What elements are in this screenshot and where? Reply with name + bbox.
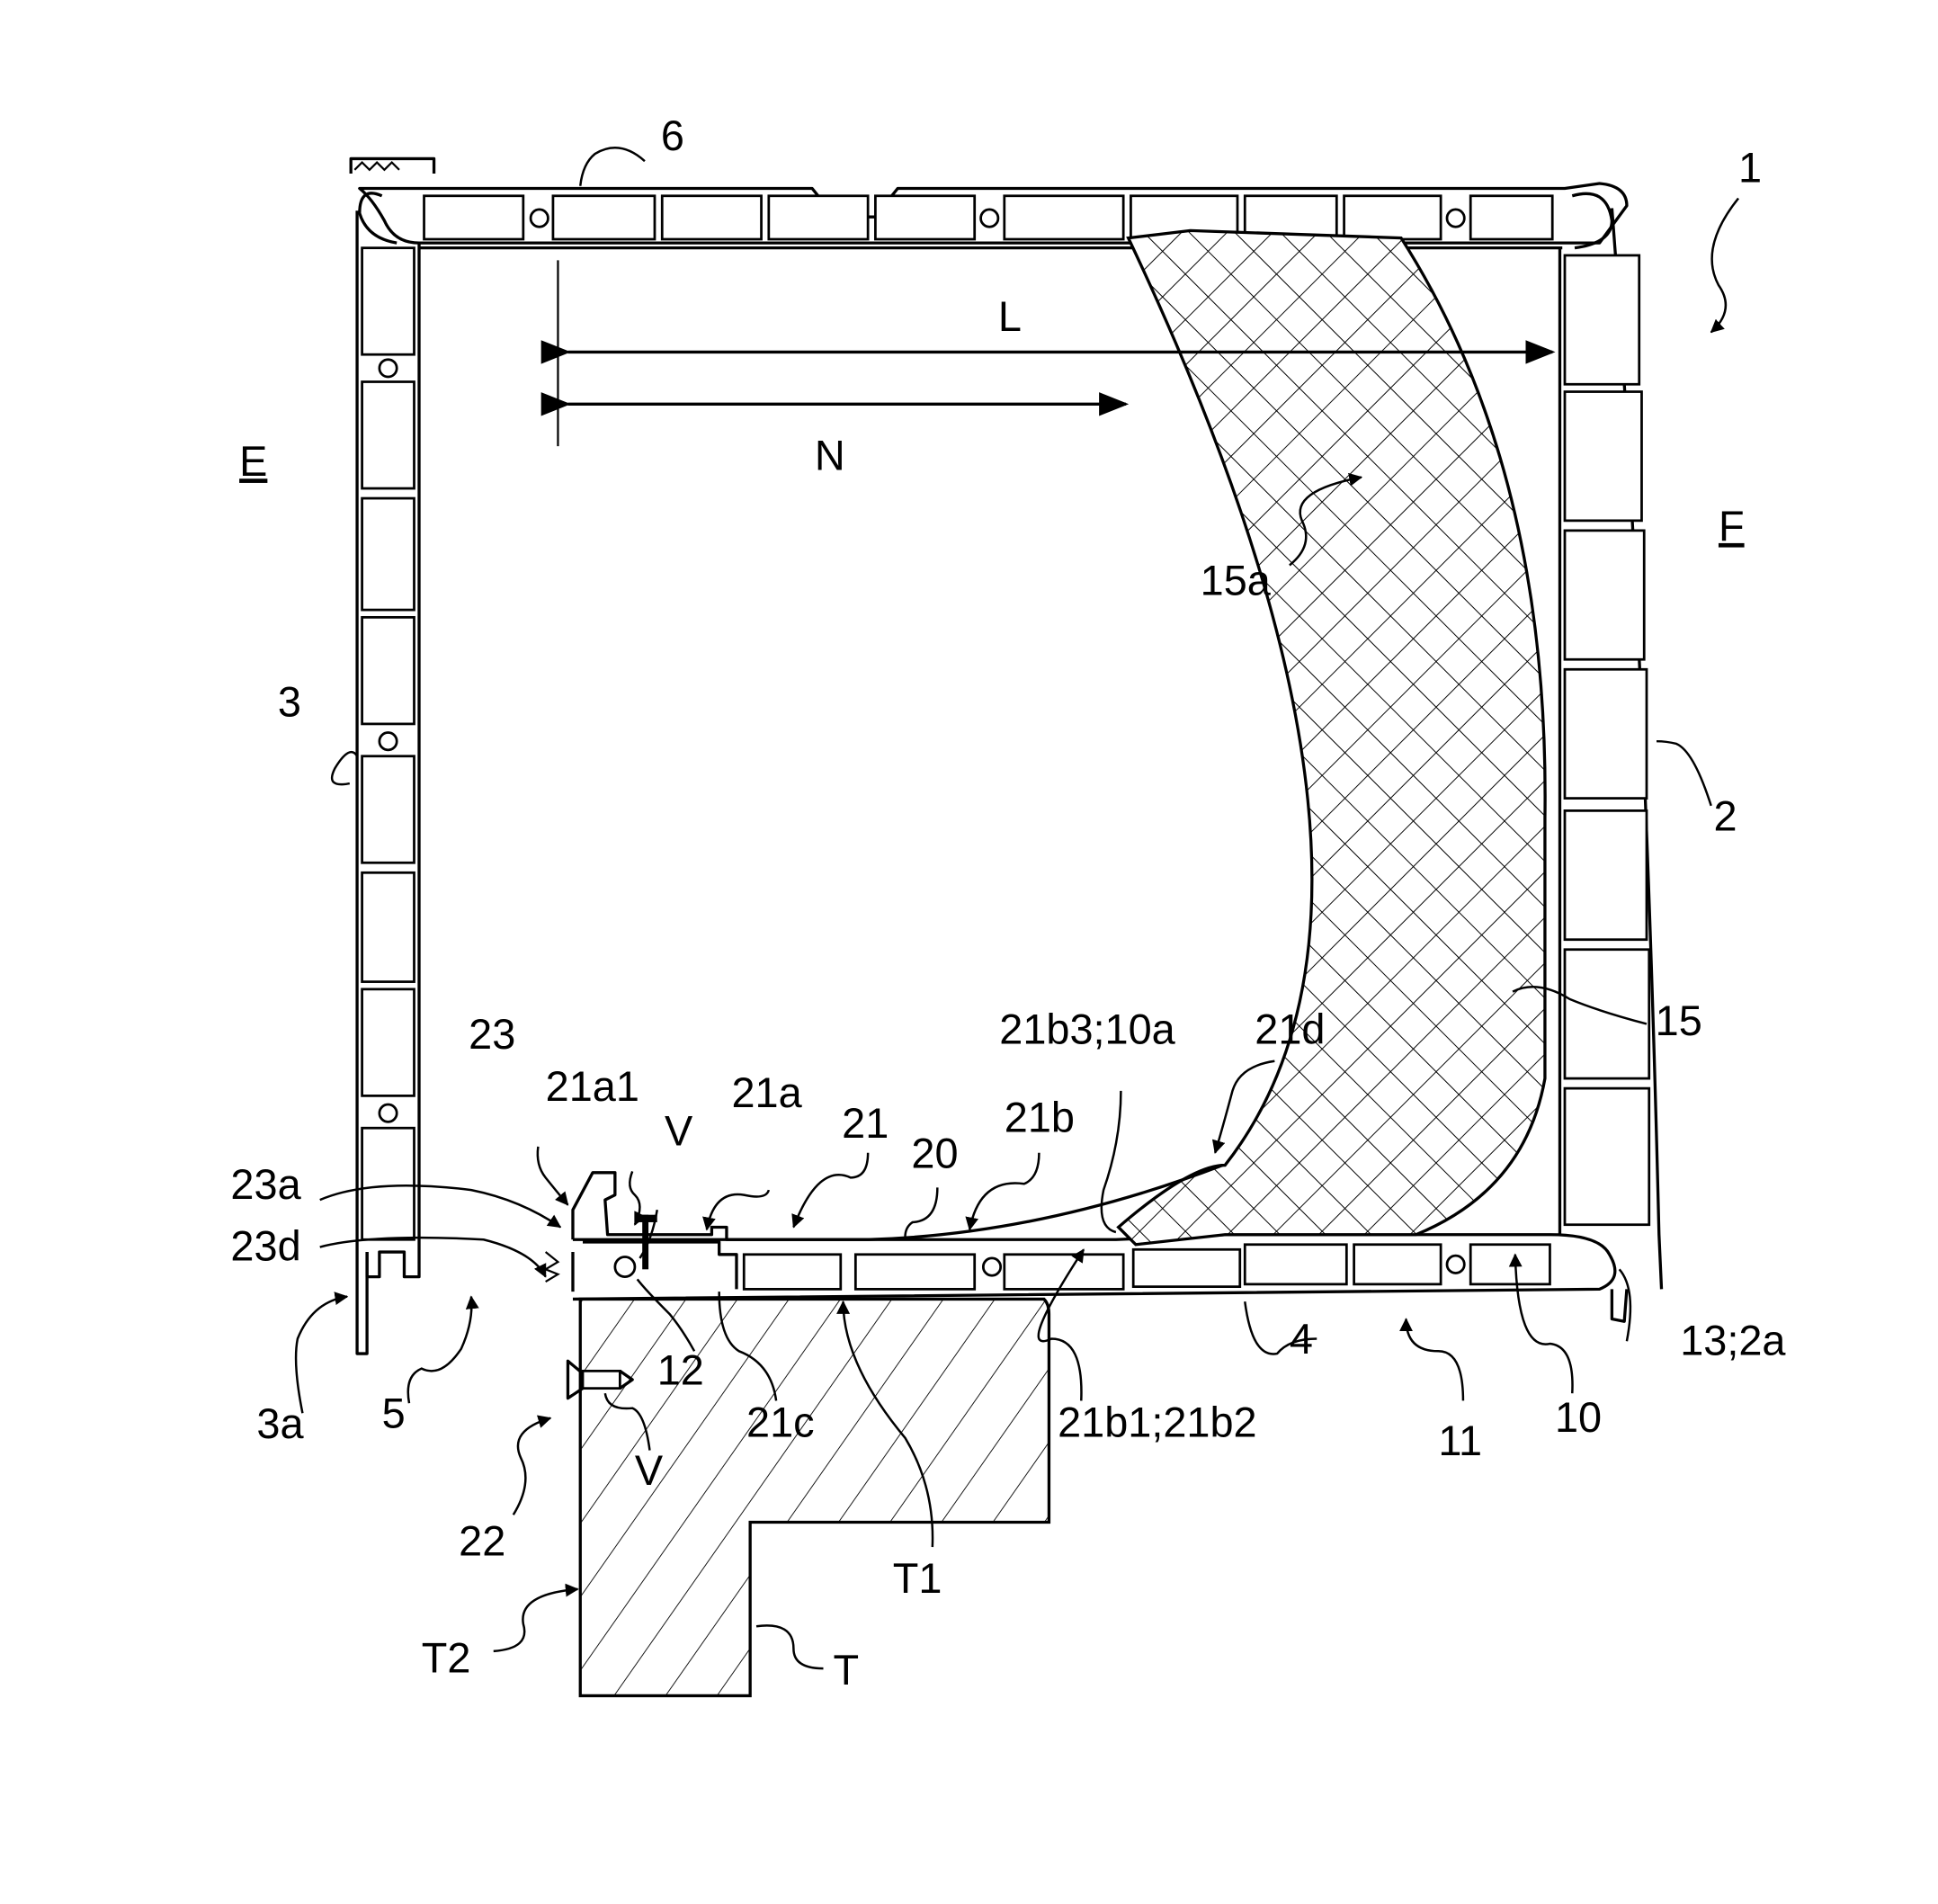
lintel-T xyxy=(578,1297,1051,1698)
label-21c: 21c xyxy=(746,1399,815,1445)
label-20: 20 xyxy=(911,1130,958,1176)
label-V-bottom: V xyxy=(635,1447,664,1494)
label-21b: 21b xyxy=(1005,1094,1075,1140)
label-10: 10 xyxy=(1555,1394,1602,1441)
label-3a: 3a xyxy=(256,1400,304,1447)
dimension-lines xyxy=(540,260,1556,447)
label-T: T xyxy=(834,1647,860,1694)
bottom-wall-4 xyxy=(572,1233,1629,1323)
insulation-15 xyxy=(1116,228,1547,1247)
label-4: 4 xyxy=(1290,1316,1313,1363)
label-21a1: 21a1 xyxy=(546,1063,639,1110)
label-11: 11 xyxy=(1438,1417,1482,1464)
label-15a: 15a xyxy=(1201,558,1272,604)
label-15: 15 xyxy=(1656,997,1702,1044)
label-23: 23 xyxy=(469,1011,515,1058)
left-wall-3 xyxy=(355,210,421,1355)
label-13-2a: 13;2a xyxy=(1680,1317,1786,1363)
labels: 6 1 L N E F 15a 3 2 15 21b3;10a 21d 23 2… xyxy=(230,112,1786,1694)
label-E: E xyxy=(239,438,267,485)
label-N: N xyxy=(815,432,845,478)
top-wall-6 xyxy=(349,156,1629,250)
right-wall-2 xyxy=(1558,208,1664,1290)
label-3: 3 xyxy=(278,679,301,726)
label-F: F xyxy=(1719,503,1745,550)
label-6: 6 xyxy=(661,112,684,159)
label-1: 1 xyxy=(1738,145,1762,192)
label-21a: 21a xyxy=(731,1069,802,1116)
label-5: 5 xyxy=(382,1390,406,1437)
label-12: 12 xyxy=(657,1347,704,1394)
label-23a: 23a xyxy=(230,1161,301,1208)
leader-lines xyxy=(294,147,1739,1670)
label-21b1-21b2: 21b1;21b2 xyxy=(1058,1399,1257,1445)
label-2: 2 xyxy=(1713,792,1737,839)
label-23d: 23d xyxy=(230,1223,300,1270)
label-21b3-10a: 21b3;10a xyxy=(999,1006,1175,1052)
label-V-top: V xyxy=(665,1108,693,1155)
screw-V xyxy=(566,1359,634,1400)
label-21d: 21d xyxy=(1255,1006,1325,1052)
label-21: 21 xyxy=(842,1100,889,1147)
label-L: L xyxy=(998,293,1022,340)
label-T2: T2 xyxy=(422,1634,471,1681)
label-22: 22 xyxy=(459,1518,505,1565)
label-T1: T1 xyxy=(893,1555,942,1602)
top-wall-cells xyxy=(423,194,1554,241)
